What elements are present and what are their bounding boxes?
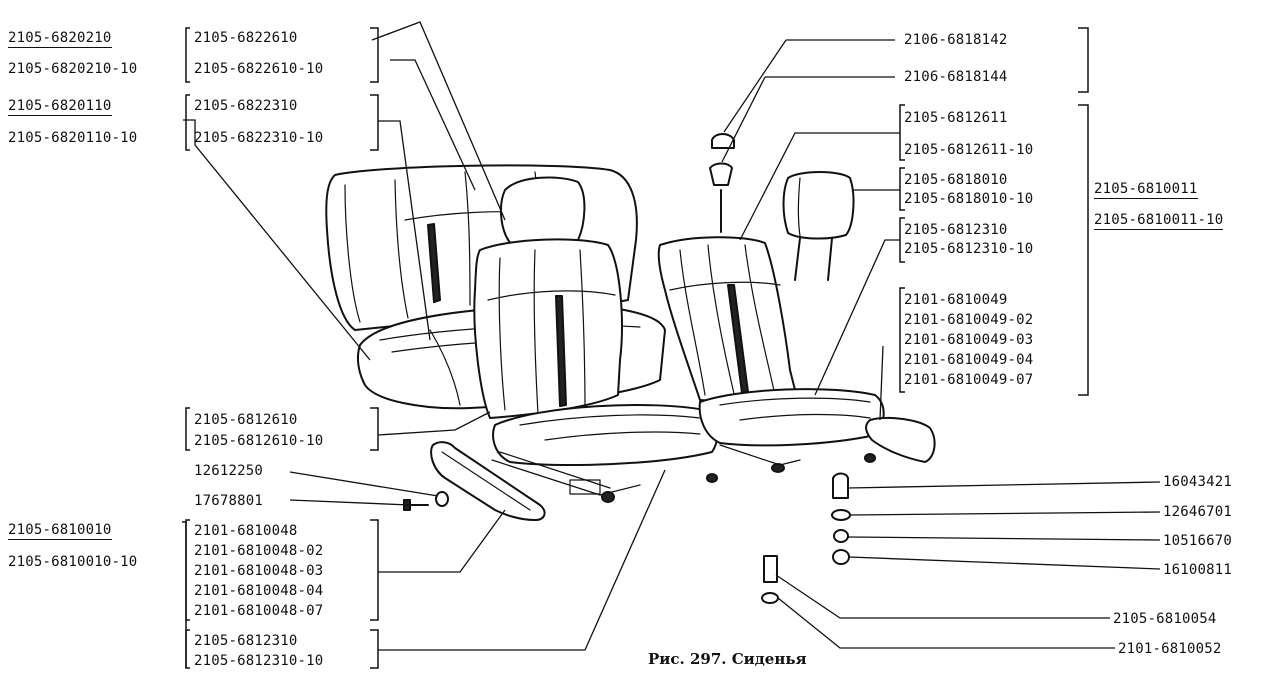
label-slide-l-4: 2101-6810048-04 xyxy=(194,583,324,599)
label-brackets xyxy=(182,27,1089,669)
label-headrest: 2105-6818010 xyxy=(904,172,1008,188)
label-stud: 2105-6810054 xyxy=(1113,611,1217,627)
label-screw: 17678801 xyxy=(194,493,264,509)
label-front-cushion-r-10: 2105-6812310-10 xyxy=(904,241,1034,257)
label-screw-cap: 12612250 xyxy=(194,463,264,479)
label-bolt: 16043421 xyxy=(1163,474,1233,490)
headrest xyxy=(782,171,855,281)
label-washer: 12646701 xyxy=(1163,504,1233,520)
label-front-back: 2105-6812611 xyxy=(904,110,1008,126)
label-slide-r-2: 2101-6810049-02 xyxy=(904,312,1034,328)
label-rear-cushion-upholstery-10: 2105-6822310-10 xyxy=(194,130,324,146)
label-slide-l-1: 2101-6810048 xyxy=(194,523,298,539)
label-front-seat-assy: 2105-6810011 xyxy=(1094,181,1198,199)
label-front-back-l: 2105-6812610 xyxy=(194,412,298,428)
label-slide-r-5: 2101-6810049-07 xyxy=(904,372,1034,388)
right-front-seat-cushion xyxy=(698,388,885,447)
label-front-back-l-10: 2105-6812610-10 xyxy=(194,433,324,449)
label-rear-back-set: 2105-6820210 xyxy=(8,30,112,48)
label-hr-plug-a: 2106-6818142 xyxy=(904,32,1008,48)
label-spring-washer: 10516670 xyxy=(1163,533,1233,549)
label-slide-l-5: 2101-6810048-07 xyxy=(194,603,324,619)
label-front-seat-l-10: 2105-6810010-10 xyxy=(8,554,138,570)
label-slide-r-1: 2101-6810049 xyxy=(904,292,1008,308)
label-front-cushion-r: 2105-6812310 xyxy=(904,222,1008,238)
right-front-seat-back xyxy=(657,236,796,402)
screw-and-cap xyxy=(403,491,449,511)
label-rear-back-set-10: 2105-6820210-10 xyxy=(8,61,138,77)
label-front-back-10: 2105-6812611-10 xyxy=(904,142,1034,158)
figure-caption: Рис. 297. Сиденья xyxy=(648,650,807,668)
label-headrest-10: 2105-6818010-10 xyxy=(904,191,1034,207)
label-nut: 16100811 xyxy=(1163,562,1233,578)
label-slide-l-3: 2101-6810048-03 xyxy=(194,563,324,579)
label-rear-cushion-upholstery: 2105-6822310 xyxy=(194,98,298,114)
left-front-seat-cushion xyxy=(492,404,719,466)
left-front-seat-back xyxy=(473,176,623,419)
label-front-cushion-l: 2105-6812310 xyxy=(194,633,298,649)
right-side-trim xyxy=(865,417,936,463)
right-seat-slide xyxy=(719,444,876,473)
left-side-trim xyxy=(430,441,546,521)
leader-lines xyxy=(183,21,1161,651)
label-slide-l-2: 2101-6810048-02 xyxy=(194,543,324,559)
label-rear-cushion-set: 2105-6820110 xyxy=(8,98,112,116)
label-front-seat-l: 2105-6810010 xyxy=(8,522,112,540)
label-slide-r-3: 2101-6810049-03 xyxy=(904,332,1034,348)
headrest-plugs xyxy=(709,133,735,233)
label-stud-washer: 2101-6810052 xyxy=(1118,641,1222,657)
left-seat-slide xyxy=(491,451,718,503)
label-front-cushion-l-10: 2105-6812310-10 xyxy=(194,653,324,669)
label-hr-plug-b: 2106-6818144 xyxy=(904,69,1008,85)
label-slide-r-4: 2101-6810049-04 xyxy=(904,352,1034,368)
label-front-seat-assy-10: 2105-6810011-10 xyxy=(1094,212,1224,230)
label-rear-cushion-set-10: 2105-6820110-10 xyxy=(8,130,138,146)
label-rear-back-upholstery-10: 2105-6822610-10 xyxy=(194,61,324,77)
fasteners xyxy=(761,472,851,604)
label-rear-back-upholstery: 2105-6822610 xyxy=(194,30,298,46)
